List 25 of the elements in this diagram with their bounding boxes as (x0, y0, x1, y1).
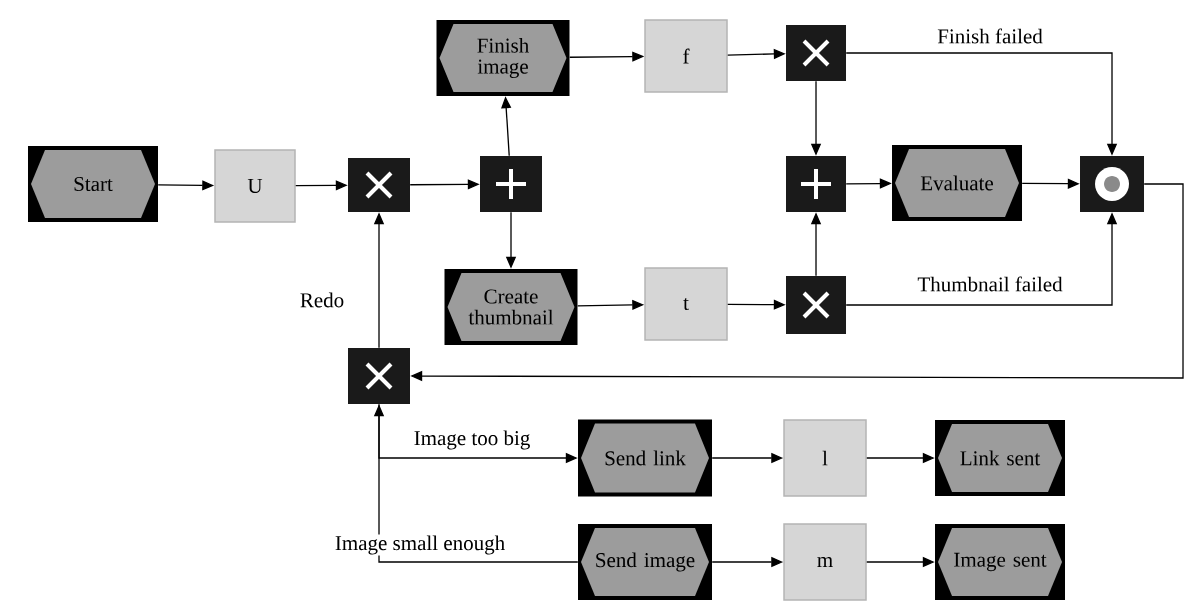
function-box: l (783, 419, 867, 497)
edge-label: Image too big (412, 429, 532, 451)
edge-label: Thumbnail failed (916, 275, 1064, 293)
connector-box (786, 276, 846, 334)
edge-label: Redo (298, 291, 346, 309)
function-box: f (644, 19, 728, 93)
event-box: Link sent (935, 420, 1065, 496)
event-box: Send image (578, 524, 712, 600)
function-box: U (214, 149, 296, 223)
event-box: Start (28, 146, 158, 222)
event-box: Image sent (935, 524, 1065, 600)
connector-box (1080, 156, 1144, 212)
connector-box (786, 25, 846, 81)
edge-label: Finish failed (936, 27, 1044, 45)
connector-box (786, 156, 846, 212)
event-box: Evaluate (892, 145, 1022, 221)
event-box: Finish image (436, 20, 570, 96)
function-box: m (783, 523, 867, 601)
connector-box (348, 348, 410, 404)
event-box: Send link (578, 419, 712, 497)
function-box: t (644, 267, 728, 341)
edge-label: Image small enough (333, 534, 507, 556)
event-box: Create thumbnail (444, 269, 578, 345)
connector-box (480, 156, 542, 212)
connector-box (348, 158, 410, 212)
